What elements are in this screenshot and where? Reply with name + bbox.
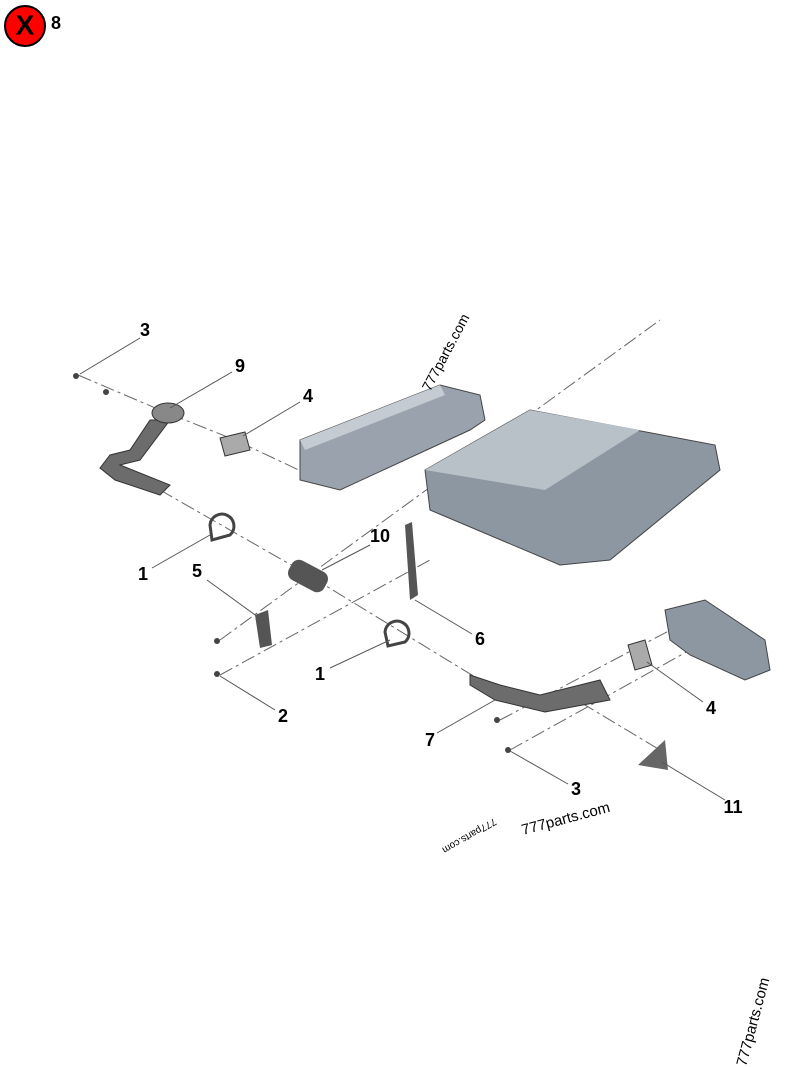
badge-symbol: X — [16, 9, 35, 40]
callout-5: 5 — [192, 561, 202, 581]
warning-triangle — [638, 740, 668, 770]
cylinder-head — [424, 409, 721, 566]
bracket-small — [255, 610, 272, 648]
callout-4: 4 — [303, 386, 313, 406]
bracket — [405, 522, 418, 600]
callout-4: 4 — [706, 698, 716, 718]
callout-1: 1 — [138, 564, 148, 584]
bolts — [73, 373, 511, 753]
gasket-lower — [627, 639, 653, 671]
clamp-upper — [208, 512, 236, 542]
x-circle-icon[interactable]: X — [3, 4, 47, 48]
callout-7: 7 — [425, 730, 435, 750]
callout-11: 11 — [723, 797, 742, 817]
pipe-upper — [99, 402, 185, 496]
leader-lines — [79, 337, 726, 801]
callout-2: 2 — [278, 706, 288, 726]
callout-6: 6 — [475, 629, 485, 649]
watermark: 777parts.com — [440, 815, 498, 855]
hose — [287, 559, 329, 593]
watermark: 777parts.com — [733, 976, 773, 1067]
callout-9: 9 — [235, 356, 245, 376]
callout-3: 3 — [571, 779, 581, 799]
egr-valve — [664, 599, 771, 681]
callout-10: 10 — [370, 526, 390, 546]
callout-1: 1 — [315, 664, 325, 684]
clamp-lower — [383, 619, 411, 648]
watermark: 777parts.com — [520, 799, 612, 839]
gasket-upper — [219, 431, 251, 457]
watermark: 777parts.com — [419, 311, 473, 393]
pipe-lower — [469, 674, 611, 713]
egr-cooler — [299, 384, 486, 491]
callout-3: 3 — [140, 320, 150, 340]
badge-count: 8 — [51, 13, 62, 33]
